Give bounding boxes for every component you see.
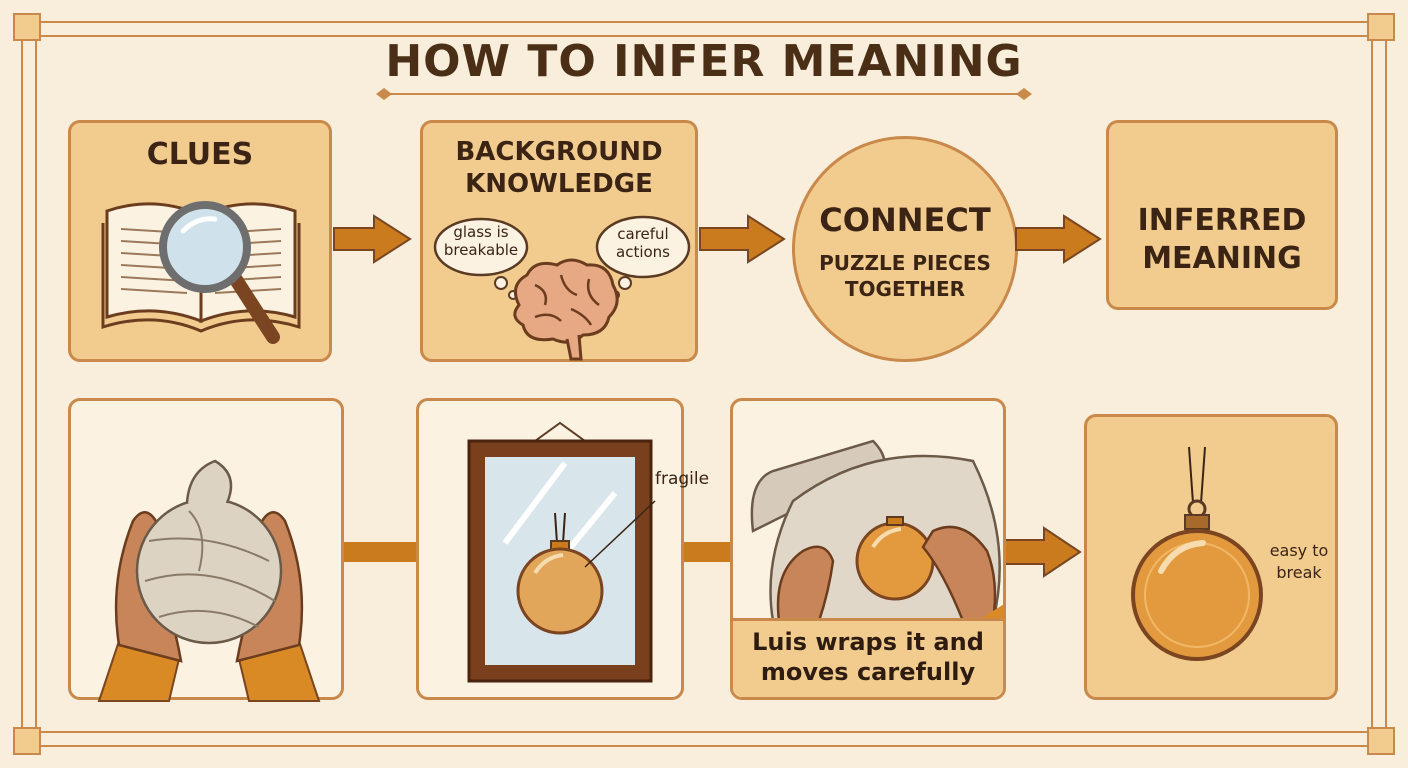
ornament-icon (1131, 446, 1263, 661)
caption-line1: Luis wraps it and (752, 628, 984, 656)
connect-label: CONNECT (819, 201, 991, 239)
clues-label: CLUES (146, 137, 254, 172)
inferred-label-line2: MEANING (1142, 241, 1302, 276)
thought-1-line1: glass is (453, 223, 509, 241)
wrapping-scene-box: Luis wraps it and moves carefully (730, 398, 1006, 700)
fragile-label: fragile (655, 469, 710, 489)
bottom-arrow (1003, 526, 1082, 578)
arrow-3 (1015, 214, 1102, 264)
ornament-result-box: easy to break (1084, 414, 1338, 700)
mirror-icon (467, 421, 656, 683)
background-label-line1: BACKGROUND (455, 137, 663, 167)
wrapped-ornament-icon (97, 459, 321, 702)
title-underline (376, 88, 1032, 100)
magnifier-icon (159, 201, 280, 344)
inferred-meaning-box: INFERRED MEANING (1106, 120, 1338, 310)
page-title: HOW TO INFER MEANING (385, 36, 1023, 87)
caption-band: Luis wraps it and moves carefully (733, 618, 1003, 697)
background-knowledge-box: BACKGROUND KNOWLEDGE glass is breakable … (420, 120, 698, 362)
wrapping-hands-icon (750, 439, 1003, 631)
bottom-connector-1 (342, 542, 418, 562)
background-label-line2: KNOWLEDGE (465, 169, 653, 199)
ornament-label-line2: break (1276, 563, 1322, 582)
thought-2-line1: careful (617, 225, 669, 243)
thought-bubble-1 (433, 217, 529, 300)
connect-sub-line1: PUZZLE PIECES (819, 251, 991, 275)
wrapped-object-box (68, 398, 344, 702)
connect-sub-line2: TOGETHER (844, 277, 966, 301)
clues-box: CLUES (68, 120, 332, 362)
connect-circle: CONNECT PUZZLE PIECES TOGETHER (792, 136, 1018, 362)
thought-2-line2: actions (616, 243, 670, 261)
inferred-label-line1: INFERRED (1137, 203, 1307, 238)
caption-line2: moves carefully (760, 658, 976, 686)
thought-1-line2: breakable (443, 241, 519, 259)
ornament-label-line1: easy to (1269, 541, 1329, 560)
brain-icon (513, 258, 619, 361)
arrow-1 (333, 214, 412, 264)
arrow-2 (699, 214, 786, 264)
bottom-connector-2 (682, 542, 732, 562)
mirror-box: fragile (416, 398, 709, 700)
